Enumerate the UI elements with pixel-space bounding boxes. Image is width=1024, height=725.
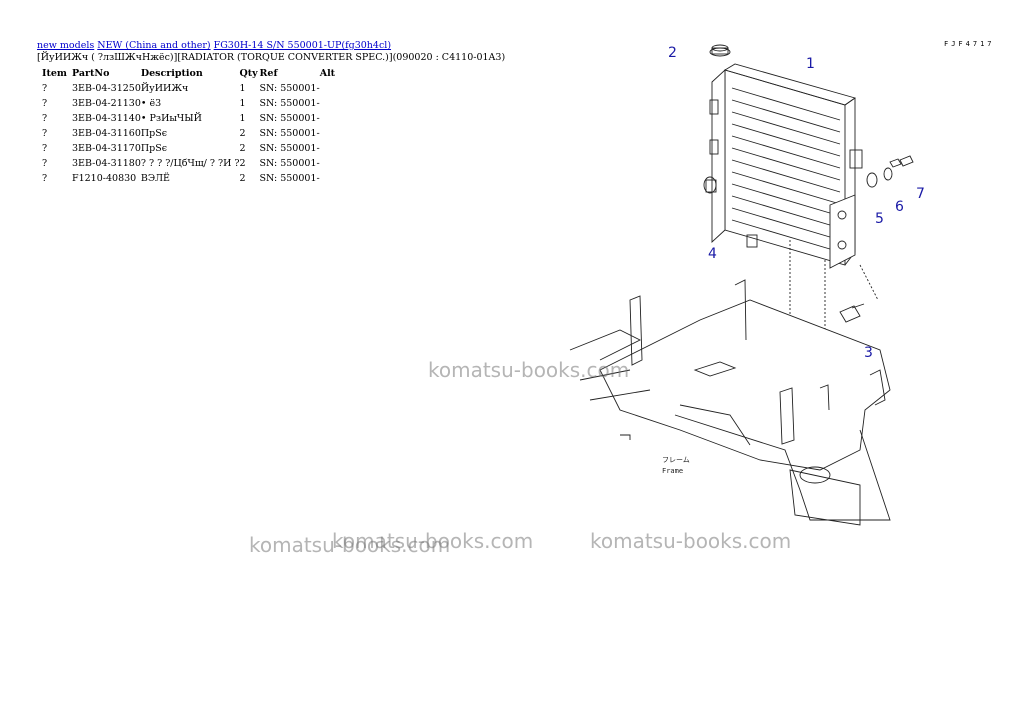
cell-item: ? <box>42 172 48 184</box>
column-header-description: Description <box>140 67 203 79</box>
cell-ref: SN: 550001- <box>259 82 320 94</box>
cell-description: ПрSє <box>140 127 168 139</box>
callout-2: 2 <box>668 45 677 61</box>
oil-cooler-drawing <box>829 194 856 269</box>
cell-ref: SN: 550001- <box>259 112 320 124</box>
column-header-alt: Alt <box>319 67 336 79</box>
cell-item: ? <box>42 157 48 169</box>
column-header-partno: PartNo <box>72 67 110 79</box>
watermark: komatsu-books.com <box>590 529 792 553</box>
cell-ref: SN: 550001- <box>259 172 320 184</box>
column-header-ref: Ref <box>259 67 278 79</box>
callout-7: 7 <box>916 186 925 202</box>
cell-partno: F1210-40830 <box>72 172 137 184</box>
cell-qty: 1 <box>239 82 246 94</box>
table-row: ? F1210-40830 ВЭЛЁ 2 SN: 550001- <box>37 171 350 186</box>
cell-ref: SN: 550001- <box>259 157 320 169</box>
cell-description: • РзИыЧЫЙ <box>140 112 202 124</box>
cell-item: ? <box>42 82 48 94</box>
frame-drawing <box>569 279 891 526</box>
cell-alt <box>320 126 350 141</box>
table-row: ? 3EB-04-31250 ЙуИИЖч 1 SN: 550001- <box>37 81 350 96</box>
fitting-3-drawing <box>839 303 865 323</box>
callout-5: 5 <box>875 211 884 227</box>
cell-description: ВЭЛЁ <box>140 172 170 184</box>
breadcrumb-link-new-china[interactable]: NEW (China and other) <box>97 40 211 51</box>
watermark: komatsu-books.com <box>249 533 451 557</box>
cell-ref: SN: 550001- <box>259 142 320 154</box>
cell-partno: 3EB-04-21130 <box>72 97 141 109</box>
cell-ref: SN: 550001- <box>259 97 320 109</box>
table-row: ? 3EB-04-31140 • РзИыЧЫЙ 1 SN: 550001- <box>37 111 350 126</box>
callout-6: 6 <box>895 199 904 215</box>
cell-qty: 2 <box>239 142 246 154</box>
parts-diagram: フレーム Frame 1 2 3 4 5 6 7 <box>569 44 925 526</box>
cell-ref: SN: 550001- <box>259 127 320 139</box>
document-id: FJF4717 <box>944 40 995 48</box>
cell-description: ЙуИИЖч <box>140 82 189 94</box>
breadcrumb-link-new-models[interactable]: new models <box>37 40 95 51</box>
callout-3: 3 <box>864 345 873 361</box>
drain-plug-drawing <box>746 234 758 248</box>
column-header-qty: Qty <box>239 67 258 79</box>
parts-table: Item PartNo Description Qty Ref Alt ? 3E… <box>37 66 350 186</box>
page-title: [ЙуИИЖч ( ?лзШЖчНжёс)][RADIATOR (TORQUE … <box>37 52 506 63</box>
callout-1: 1 <box>806 56 815 72</box>
watermark: komatsu-books.com <box>428 358 630 382</box>
watermark: komatsu-books.com <box>332 529 534 553</box>
cell-partno: 3EB-04-31170 <box>72 142 141 154</box>
cell-partno: 3EB-04-31140 <box>72 112 141 124</box>
cell-qty: 2 <box>239 157 246 169</box>
frame-label-ja: フレーム <box>662 456 690 464</box>
cell-qty: 2 <box>239 172 246 184</box>
cell-item: ? <box>42 97 48 109</box>
cell-partno: 3EB-04-31250 <box>72 82 141 94</box>
table-row: ? 3EB-04-31180 ? ? ? ?/ЦбЧщ/ ? ?И ? 2 SN… <box>37 156 350 171</box>
cell-description: ? ? ? ?/ЦбЧщ/ ? ?И ? <box>140 157 240 169</box>
cell-description: ПрSє <box>140 142 168 154</box>
cell-alt <box>320 141 350 156</box>
callout-4: 4 <box>708 246 717 262</box>
fittings-drawing <box>866 155 914 188</box>
column-header-item: Item <box>42 67 67 79</box>
cell-alt <box>320 81 350 96</box>
cell-description: • ё3 <box>140 97 162 109</box>
cell-qty: 2 <box>239 127 246 139</box>
cell-item: ? <box>42 127 48 139</box>
cell-partno: 3EB-04-31180 <box>72 157 141 169</box>
radiator-cap-drawing <box>709 44 731 57</box>
cell-alt <box>320 111 350 126</box>
cell-alt <box>320 156 350 171</box>
cell-alt <box>320 96 350 111</box>
frame-label: Frame <box>662 467 683 475</box>
cell-item: ? <box>42 142 48 154</box>
radiator-drawing <box>703 63 863 266</box>
cell-qty: 1 <box>239 97 246 109</box>
cell-qty: 1 <box>239 112 246 124</box>
cell-partno: 3EB-04-31160 <box>72 127 141 139</box>
cell-item: ? <box>42 112 48 124</box>
table-header-row: Item PartNo Description Qty Ref Alt <box>37 66 350 81</box>
table-row: ? 3EB-04-31170 ПрSє 2 SN: 550001- <box>37 141 350 156</box>
table-row: ? 3EB-04-31160 ПрSє 2 SN: 550001- <box>37 126 350 141</box>
breadcrumb-link-model[interactable]: FG30H-14 S/N 550001-UP(fg30h4cl) <box>213 40 392 51</box>
table-row: ? 3EB-04-21130 • ё3 1 SN: 550001- <box>37 96 350 111</box>
cell-alt <box>320 171 350 186</box>
